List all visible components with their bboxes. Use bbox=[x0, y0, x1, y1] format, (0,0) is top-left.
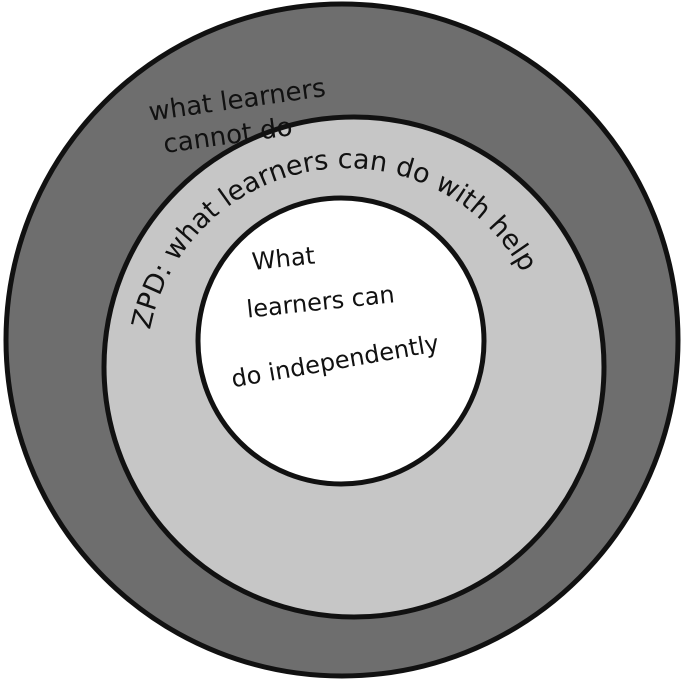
inner-label-line1: What bbox=[251, 241, 317, 275]
inner-circle-independent bbox=[195, 195, 487, 487]
